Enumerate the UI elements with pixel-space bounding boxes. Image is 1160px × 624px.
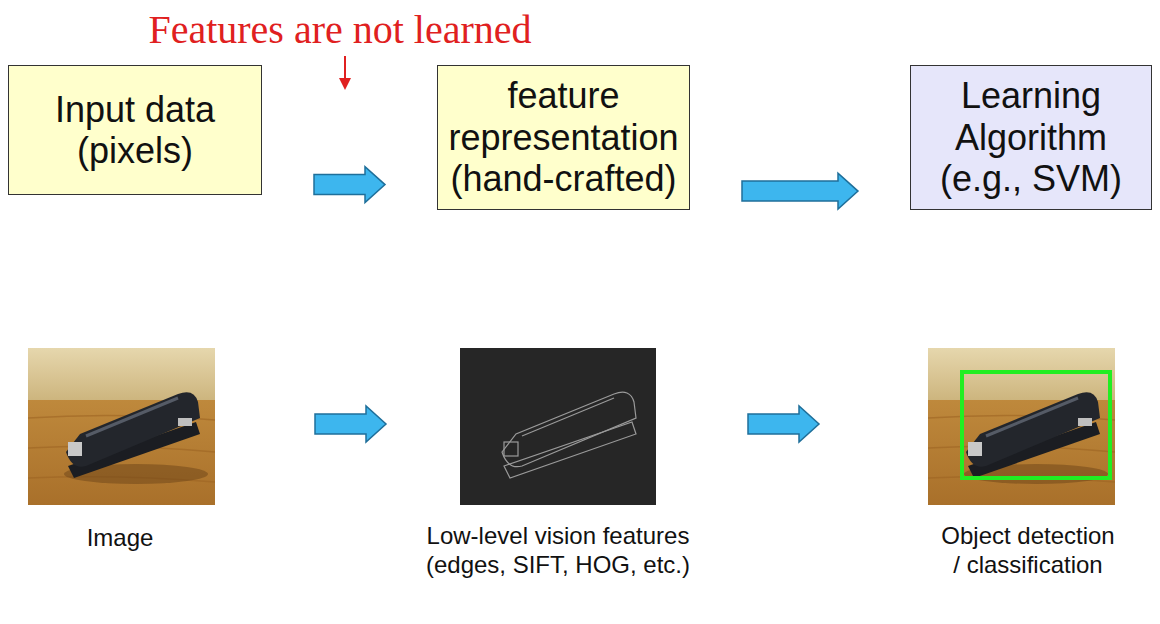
detection-box [962,372,1110,478]
process-box: feature representation (hand-crafted) [437,65,690,210]
detection-photo [928,348,1115,505]
box-text: Input data (pixels) [17,89,253,172]
process-box: Input data (pixels) [8,65,262,195]
stapler-photo [28,348,215,505]
bottom-arrows [315,406,819,442]
annotation-text: Features are not learned [100,6,580,54]
image-caption: Low-level vision features (edges, SIFT, … [388,522,728,580]
box-text: Learning Algorithm (e.g., SVM) [919,75,1143,199]
block-arrow [314,167,385,203]
process-box: Learning Algorithm (e.g., SVM) [910,65,1152,210]
edge-image [460,348,656,505]
image-caption: Object detection / classification [936,522,1120,580]
box-text: feature representation (hand-crafted) [446,75,681,199]
leader-arrow [339,56,351,90]
image-caption: Image [40,524,200,553]
block-arrow [742,173,858,209]
